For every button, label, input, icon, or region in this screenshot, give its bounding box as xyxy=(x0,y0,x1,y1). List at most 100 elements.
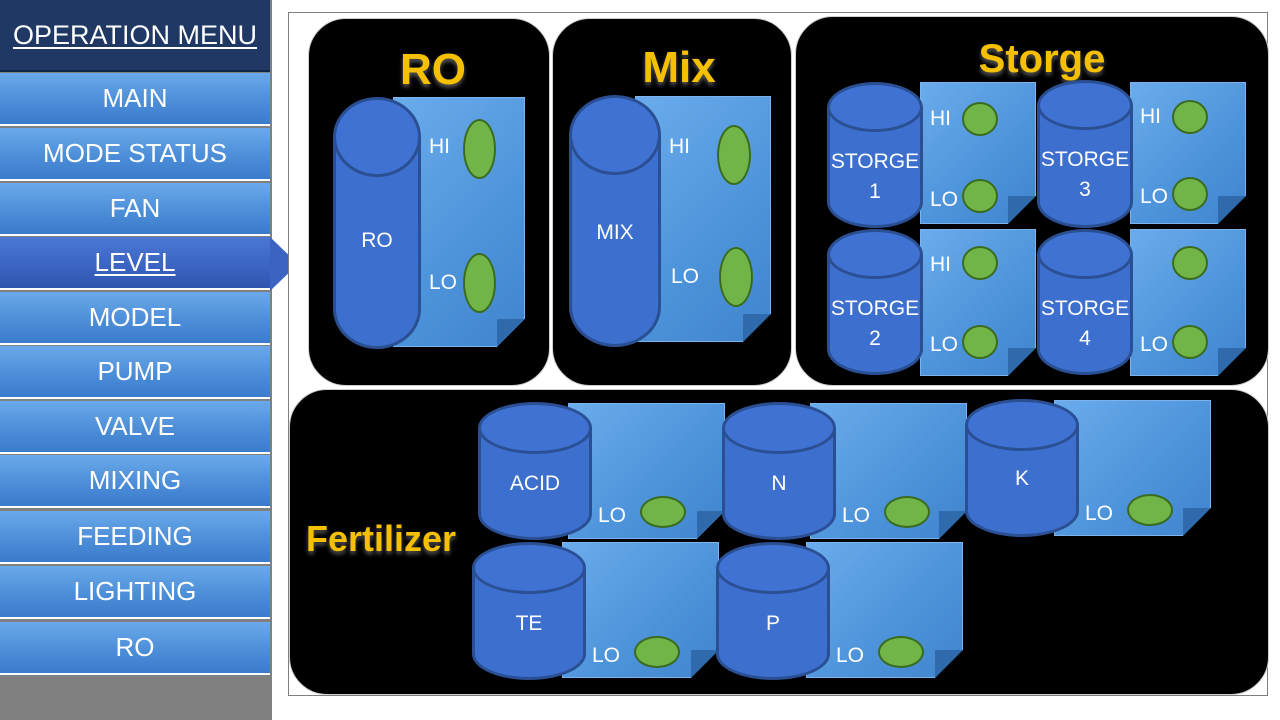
mix-panel: Mix MIX HI LO xyxy=(552,18,792,386)
tank-top-icon xyxy=(336,100,418,177)
tank-label-line1: STORGE xyxy=(830,297,920,320)
note-fold-icon xyxy=(497,319,525,347)
hi-level-label: HI xyxy=(930,107,951,130)
storage-2-lo-indicator-icon xyxy=(962,325,998,359)
menu-item-label: FAN xyxy=(109,193,161,223)
note-fold-icon xyxy=(697,511,725,539)
fertilizer-panel-title: Fertilizer xyxy=(306,518,457,559)
tank-label-line1: STORGE xyxy=(830,150,920,173)
n-lo-indicator-icon xyxy=(884,496,930,528)
tank-top-icon xyxy=(968,402,1076,451)
p-tank[interactable]: P xyxy=(716,542,830,680)
te-tank[interactable]: TE xyxy=(472,542,586,680)
n-tank[interactable]: N xyxy=(722,402,836,540)
lo-level-label: LO xyxy=(598,504,627,527)
k-lo-indicator-icon xyxy=(1127,494,1173,526)
tank-label-line2: 2 xyxy=(869,327,881,350)
menu-item-level[interactable]: LEVEL xyxy=(0,237,270,290)
ro-panel-title: RO xyxy=(400,45,466,94)
lo-level-label: LO xyxy=(592,644,621,667)
storage-3-lo-indicator-icon xyxy=(1172,177,1208,211)
storage-4-hi-indicator-icon xyxy=(1172,246,1208,280)
menu-item-mode-status[interactable]: MODE STATUS xyxy=(0,128,270,181)
storage-3-level-card xyxy=(1130,82,1246,224)
tank-label-line2: 3 xyxy=(1079,178,1091,201)
mix-panel-title: Mix xyxy=(642,43,716,92)
menu-item-main[interactable]: MAIN xyxy=(0,73,270,126)
te-lo-indicator-icon xyxy=(634,636,680,668)
mix-hi-indicator-icon xyxy=(717,125,751,185)
storage-4-lo-indicator-icon xyxy=(1172,325,1208,359)
tank-label-line2: 4 xyxy=(1079,327,1091,350)
tank-label-line1: STORGE xyxy=(1040,297,1130,320)
hi-level-label: HI xyxy=(669,135,690,158)
lo-level-label: LO xyxy=(671,265,700,288)
menu-item-mixing[interactable]: MIXING xyxy=(0,455,270,508)
menu-item-label: LIGHTING xyxy=(73,576,197,606)
tank-label: K xyxy=(1014,467,1029,490)
menu-item-ro[interactable]: RO xyxy=(0,622,270,675)
menu-item-label: MODE STATUS xyxy=(43,138,227,168)
note-fold-icon xyxy=(743,314,771,342)
storage-1-lo-indicator-icon xyxy=(962,179,998,213)
mix-tank[interactable]: MIX xyxy=(569,95,661,347)
operation-menu-title: OPERATION MENU xyxy=(12,19,257,50)
tank-top-icon xyxy=(719,545,827,594)
tank-top-icon xyxy=(1040,83,1130,130)
menu-item-model[interactable]: MODEL xyxy=(0,292,270,345)
menu-item-label: FEEDING xyxy=(77,521,193,551)
lo-level-label: LO xyxy=(930,333,959,356)
lo-level-label: LO xyxy=(1085,502,1114,525)
tank-top-icon xyxy=(1040,232,1130,279)
menu-item-valve[interactable]: VALVE xyxy=(0,401,270,454)
menu-item-lighting[interactable]: LIGHTING xyxy=(0,566,270,619)
menu-item-pump[interactable]: PUMP xyxy=(0,346,270,399)
tank-label: RO xyxy=(361,229,393,252)
operation-menu-header: OPERATION MENU xyxy=(0,0,270,72)
note-fold-icon xyxy=(1218,196,1246,224)
ro-panel: RO RO HI LO xyxy=(308,18,550,386)
tank-label: ACID xyxy=(509,472,561,495)
storage-2-hi-indicator-icon xyxy=(962,246,998,280)
lo-level-label: LO xyxy=(429,271,458,294)
menu-item-label: MIXING xyxy=(88,465,182,495)
tank-label: TE xyxy=(515,612,543,635)
lo-level-label: LO xyxy=(842,504,871,527)
tank-top-icon xyxy=(572,98,658,175)
acid-lo-indicator-icon xyxy=(640,496,686,528)
tank-top-icon xyxy=(830,85,920,132)
note-fold-icon xyxy=(1008,196,1036,224)
tank-label-line1: STORGE xyxy=(1040,148,1130,171)
storage-1-tank[interactable]: STORGE 1 xyxy=(827,82,923,228)
tank-top-icon xyxy=(725,405,833,454)
note-fold-icon xyxy=(1218,348,1246,376)
ro-hi-indicator-icon xyxy=(463,119,496,179)
storage-2-tank[interactable]: STORGE 2 xyxy=(827,229,923,375)
ro-lo-indicator-icon xyxy=(463,253,496,313)
storage-panel: Storge STORGE 1 HI LO STORGE 3 HI LO STO… xyxy=(795,16,1269,386)
menu-item-label: MAIN xyxy=(102,83,168,113)
hi-level-label: HI xyxy=(930,253,951,276)
tank-label-line2: 1 xyxy=(869,180,881,203)
menu-item-label: LEVEL xyxy=(94,247,176,277)
note-fold-icon xyxy=(691,650,719,678)
operation-menu-sidebar: OPERATION MENU MAIN MODE STATUS FAN LEVE… xyxy=(0,0,272,720)
level-overview-frame: RO RO HI LO Mix MIX HI LO Storge STORGE … xyxy=(288,12,1269,696)
lo-level-label: LO xyxy=(836,644,865,667)
ro-tank[interactable]: RO xyxy=(333,97,421,349)
tank-label: MIX xyxy=(596,221,634,244)
acid-tank[interactable]: ACID xyxy=(478,402,592,540)
note-fold-icon xyxy=(1183,508,1211,536)
hi-level-label: HI xyxy=(429,135,450,158)
note-fold-icon xyxy=(1008,348,1036,376)
k-tank[interactable]: K xyxy=(965,399,1079,537)
storage-4-tank[interactable]: STORGE 4 xyxy=(1037,229,1133,375)
storage-3-tank[interactable]: STORGE 3 xyxy=(1037,80,1133,228)
tank-label: P xyxy=(765,612,780,635)
menu-item-fan[interactable]: FAN xyxy=(0,183,270,236)
menu-item-label: VALVE xyxy=(95,411,175,441)
menu-item-label: RO xyxy=(115,632,155,662)
menu-item-feeding[interactable]: FEEDING xyxy=(0,511,270,564)
storage-1-hi-indicator-icon xyxy=(962,102,998,136)
mix-lo-indicator-icon xyxy=(719,247,753,307)
